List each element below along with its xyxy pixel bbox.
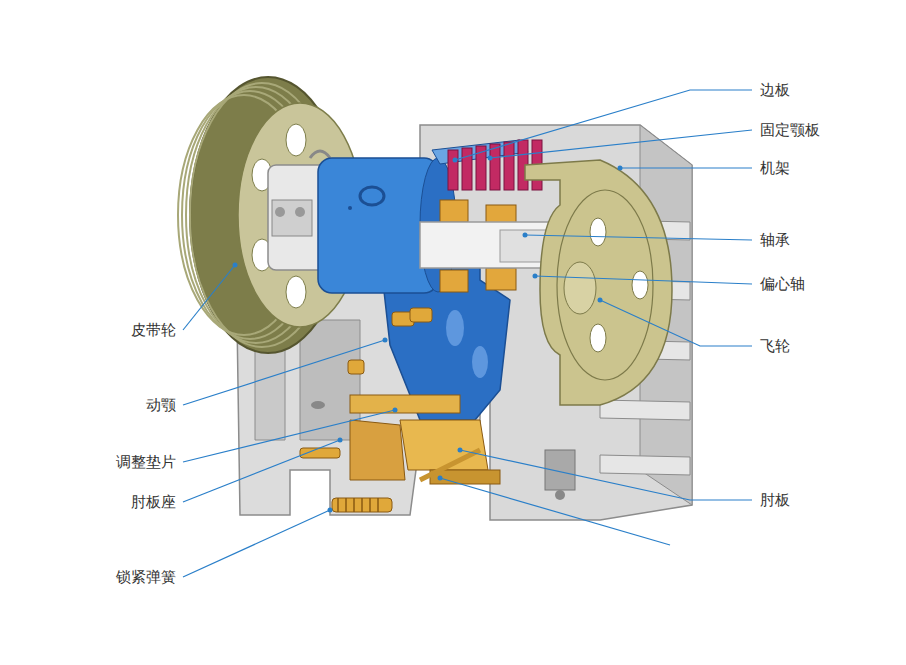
- part-label: 机架: [760, 158, 790, 178]
- part-label: 偏心轴: [760, 274, 805, 294]
- part-label: 调整垫片: [116, 452, 176, 472]
- part-label: 肘板: [760, 490, 790, 510]
- part-label: 飞轮: [760, 336, 790, 356]
- part-label: 锁紧弹簧: [116, 567, 176, 587]
- part-label: 皮带轮: [131, 320, 176, 340]
- part-label: 边板: [760, 80, 790, 100]
- part-label: 动颚: [146, 395, 176, 415]
- part-label: 肘板座: [131, 492, 176, 512]
- part-label: 固定颚板: [760, 120, 820, 140]
- part-label: 轴承: [760, 230, 790, 250]
